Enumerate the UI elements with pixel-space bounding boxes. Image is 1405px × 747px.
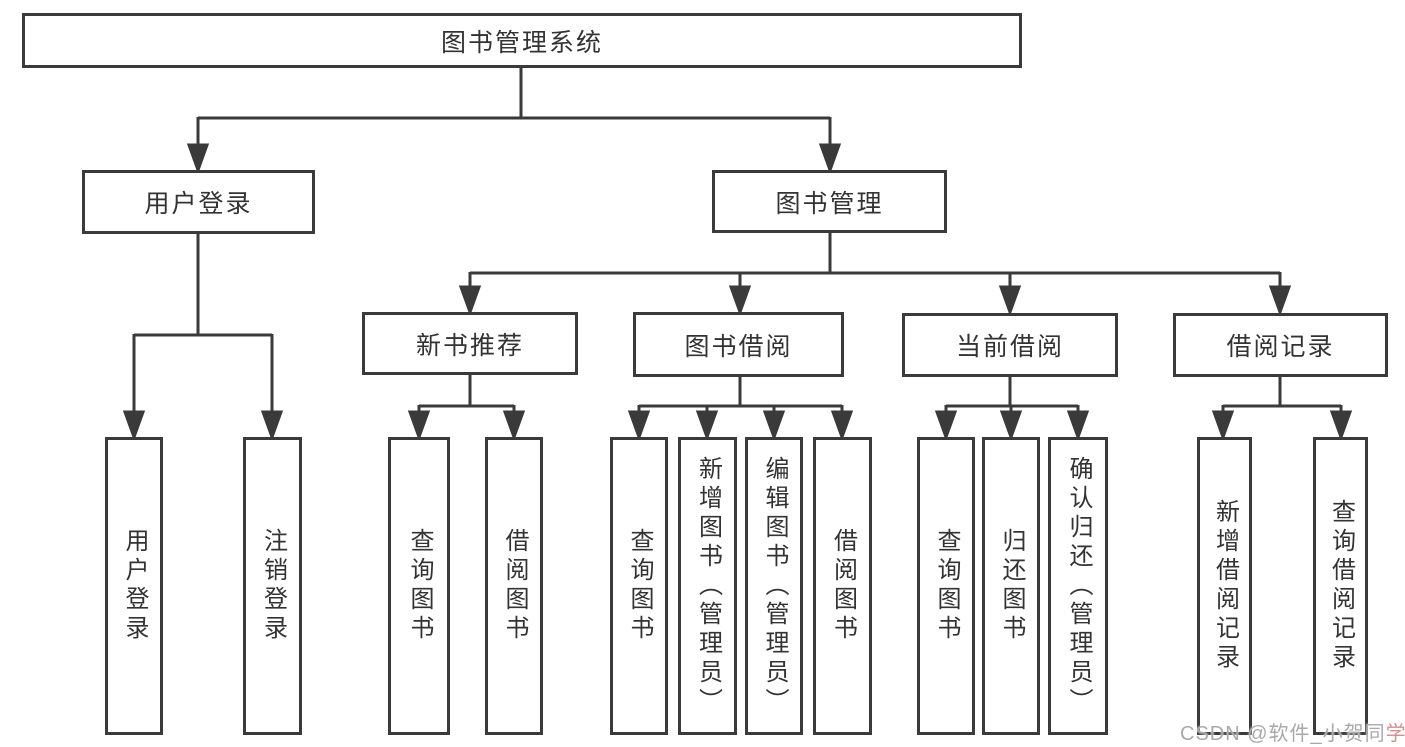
node-new-book-recommend: 新书推荐 [362, 312, 578, 375]
leaf-return-books: 归还图书 [982, 437, 1040, 735]
leaf-label: 查询图书 [406, 528, 433, 644]
node-book-borrowing: 图书借阅 [633, 312, 844, 377]
connector-root-to-level2 [186, 68, 842, 175]
leaf-label: 用户登录 [121, 528, 148, 644]
leaf-label: 借阅图书 [501, 528, 528, 644]
leaf-query-books-recommend: 查询图书 [388, 437, 450, 735]
node-label: 借阅记录 [1226, 333, 1335, 361]
leaf-confirm-return-admin: 确认归还（管理员） [1048, 437, 1108, 735]
leaf-borrow-books-recommend: 借阅图书 [485, 437, 543, 735]
leaf-label: 注销登录 [259, 528, 287, 644]
leaf-logout: 注销登录 [243, 437, 302, 735]
leaf-label: 查询借阅记录 [1327, 499, 1355, 673]
leaf-label: 查询图书 [626, 528, 653, 644]
connector-current-children [934, 377, 1090, 442]
leaf-edit-books-admin: 编辑图书（管理员） [745, 437, 803, 735]
csdn-watermark: CSDN @软件_小贺同学 [1180, 717, 1405, 746]
leaf-label: 确认归还（管理员） [1065, 455, 1092, 717]
leaf-borrow-books-borrowing: 借阅图书 [813, 437, 872, 735]
node-label: 用户登录 [144, 190, 253, 218]
node-label: 图书管理 [775, 189, 884, 218]
node-book-management: 图书管理 [712, 170, 947, 233]
connector-bookmgmt-to-level3 [458, 233, 1292, 317]
connector-newbooks-children [407, 375, 526, 442]
watermark-accent: 学 [1385, 723, 1405, 745]
leaf-query-books-borrowing: 查询图书 [610, 437, 668, 735]
leaf-label: 编辑图书（管理员） [761, 455, 788, 717]
node-user-login: 用户登录 [82, 170, 315, 234]
node-borrowing-records: 借阅记录 [1173, 313, 1388, 377]
leaf-label: 新增借阅记录 [1211, 499, 1239, 673]
leaf-label: 查询图书 [933, 528, 960, 644]
node-current-borrowing: 当前借阅 [902, 313, 1118, 377]
leaf-query-borrow-record: 查询借阅记录 [1313, 437, 1368, 735]
leaf-add-books-admin: 新增图书（管理员） [678, 437, 737, 735]
connector-userlogin-children [122, 234, 284, 442]
node-label: 新书推荐 [415, 331, 524, 360]
node-library-management-system: 图书管理系统 [22, 13, 1022, 68]
connector-borrowing-children [627, 375, 854, 442]
leaf-query-books-current: 查询图书 [917, 437, 975, 735]
leaf-label: 借阅图书 [829, 528, 857, 644]
leaf-label: 归还图书 [998, 528, 1025, 644]
connector-records-children [1211, 377, 1353, 442]
node-label: 图书借阅 [684, 332, 793, 361]
leaf-add-borrow-record: 新增借阅记录 [1197, 437, 1252, 735]
node-label: 图书管理系统 [440, 28, 603, 57]
watermark-text: CSDN @软件_小贺同 [1180, 723, 1386, 745]
leaf-user-login: 用户登录 [105, 437, 163, 735]
leaf-label: 新增图书（管理员） [694, 455, 722, 717]
node-label: 当前借阅 [955, 333, 1064, 361]
